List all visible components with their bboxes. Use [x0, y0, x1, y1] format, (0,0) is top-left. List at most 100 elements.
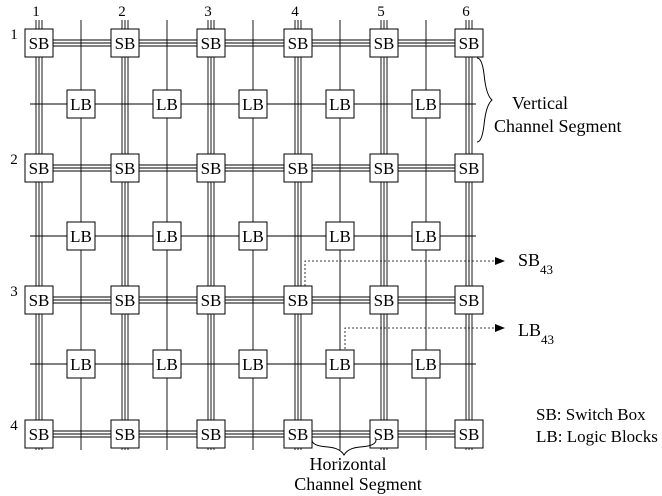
switch-box: SB [369, 28, 399, 58]
switch-box-label: SB [374, 159, 395, 178]
logic-block-label: LB [70, 355, 92, 374]
switch-box-label: SB [115, 425, 136, 444]
switch-box-label: SB [374, 34, 395, 53]
switch-box-frame [196, 28, 226, 58]
switch-box: SB [24, 28, 54, 58]
logic-block-label: LB [156, 227, 178, 246]
switch-box-label: SB [374, 425, 395, 444]
logic-block-label: LB [156, 355, 178, 374]
switch-box: SB [24, 285, 54, 315]
switch-box: SB [110, 153, 140, 183]
switch-box-frame [283, 28, 313, 58]
logic-block: LB [152, 89, 182, 119]
switch-box-label: SB [29, 425, 50, 444]
vertical-channel-brace [476, 57, 493, 143]
switch-box-frame [110, 285, 140, 315]
switch-box-label: SB [288, 34, 309, 53]
logic-block-frame [66, 349, 96, 379]
vertical-channel-label-line2: Channel Segment [494, 116, 621, 136]
logic-block: LB [411, 89, 441, 119]
switch-box-frame [454, 153, 484, 183]
switch-box-label: SB [201, 425, 222, 444]
column-label: 6 [462, 4, 470, 20]
switch-box: SB [110, 419, 140, 449]
logic-block-frame [325, 221, 355, 251]
logic-block-label: LB [70, 95, 92, 114]
logic-block-frame [152, 349, 182, 379]
column-label: 2 [118, 4, 126, 20]
switch-box: SB [196, 153, 226, 183]
switch-box: SB [24, 153, 54, 183]
logic-block: LB [238, 221, 268, 251]
logic-block-frame [238, 349, 268, 379]
switch-box-frame [196, 285, 226, 315]
switch-box-label: SB [459, 425, 480, 444]
lb43-callout-sub: 43 [541, 332, 554, 347]
switch-box-frame [454, 419, 484, 449]
column-label: 5 [377, 4, 385, 20]
switch-box: SB [283, 285, 313, 315]
horizontal-channel-label-line2: Channel Segment [294, 474, 421, 494]
logic-block: LB [238, 349, 268, 379]
legend-switch-box: SB: Switch Box [536, 405, 646, 424]
switch-box-label: SB [288, 159, 309, 178]
logic-block: LB [325, 349, 355, 379]
switch-box-label: SB [288, 425, 309, 444]
logic-block-label: LB [242, 227, 264, 246]
logic-block-label: LB [415, 95, 437, 114]
switch-box: SB [454, 285, 484, 315]
logic-block-label: LB [329, 355, 351, 374]
logic-block: LB [238, 89, 268, 119]
logic-block-frame [66, 89, 96, 119]
switch-box: SB [110, 285, 140, 315]
logic-block-frame [152, 221, 182, 251]
switch-box-label: SB [459, 159, 480, 178]
sb43-callout-base: SB [518, 250, 540, 270]
column-label: 1 [32, 4, 40, 20]
switch-box: SB [454, 28, 484, 58]
switch-box-frame [283, 285, 313, 315]
switch-box: SB [196, 285, 226, 315]
switch-box-label: SB [201, 159, 222, 178]
switch-box-frame [196, 419, 226, 449]
legend-logic-blocks: LB: Logic Blocks [536, 427, 658, 446]
switch-box-frame [283, 153, 313, 183]
logic-block-label: LB [70, 227, 92, 246]
switch-box: SB [110, 28, 140, 58]
switch-box-frame [369, 153, 399, 183]
switch-box-label: SB [201, 291, 222, 310]
logic-block-label: LB [329, 227, 351, 246]
logic-block-label: LB [242, 355, 264, 374]
sb43-callout-sub: 43 [540, 262, 553, 277]
sb43-callout-arrow [495, 257, 505, 265]
logic-block-label: LB [329, 95, 351, 114]
logic-block-frame [411, 89, 441, 119]
switch-box-frame [369, 28, 399, 58]
switch-box-label: SB [115, 34, 136, 53]
logic-block-label: LB [242, 95, 264, 114]
switch-box: SB [369, 285, 399, 315]
switch-box-frame [454, 28, 484, 58]
switch-box: SB [283, 153, 313, 183]
logic-block-label: LB [415, 355, 437, 374]
row-label: 2 [10, 152, 18, 168]
switch-box-label: SB [374, 291, 395, 310]
switch-box-frame [110, 28, 140, 58]
switch-box-frame [24, 153, 54, 183]
logic-block-frame [238, 221, 268, 251]
lb43-callout-arrow [495, 324, 505, 332]
lb43-callout-base: LB [518, 320, 541, 340]
logic-block-label: LB [415, 227, 437, 246]
logic-block: LB [411, 221, 441, 251]
switch-box: SB [454, 419, 484, 449]
vertical-channel-label-line1: Vertical [512, 93, 568, 113]
logic-block-frame [411, 221, 441, 251]
switch-box: SB [196, 28, 226, 58]
switch-box-frame [454, 285, 484, 315]
switch-box: SB [196, 419, 226, 449]
logic-block-frame [325, 89, 355, 119]
switch-box-label: SB [115, 159, 136, 178]
horizontal-channel-label-line1: Horizontal [310, 454, 387, 474]
row-label: 3 [10, 284, 18, 300]
